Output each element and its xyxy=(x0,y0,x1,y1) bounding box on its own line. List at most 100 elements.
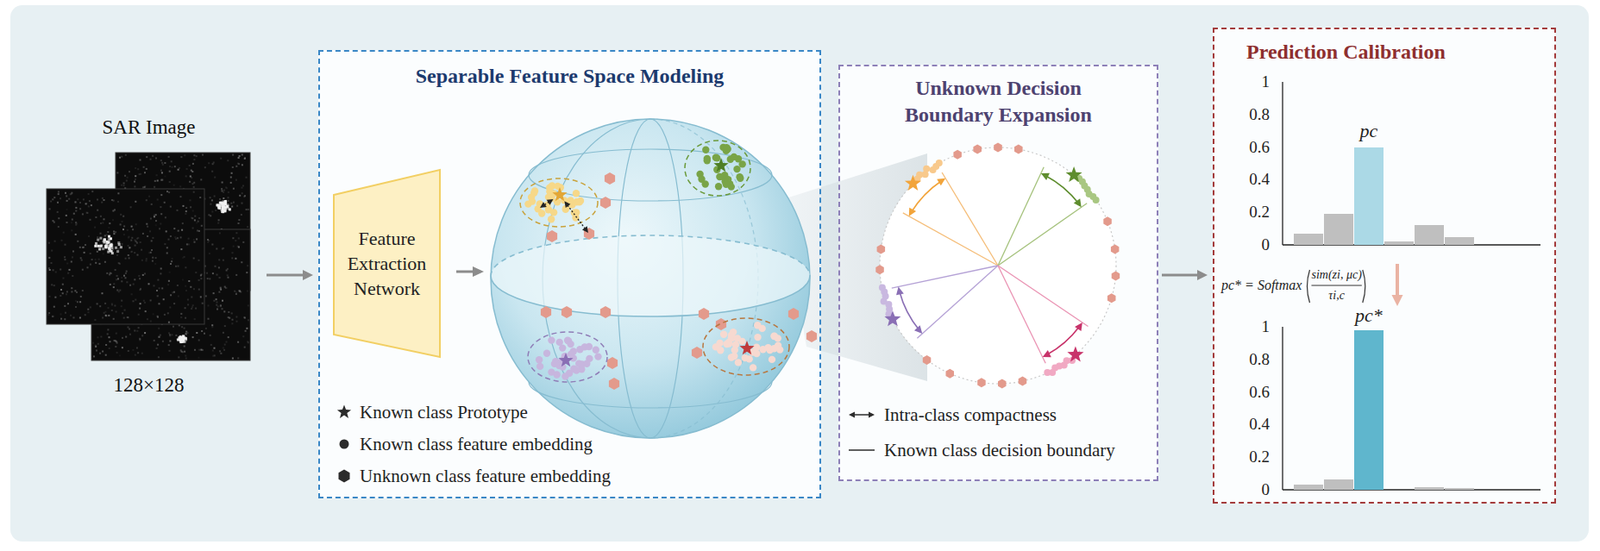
speckle xyxy=(114,269,117,271)
probability-label: pc* xyxy=(1355,304,1383,327)
speckle xyxy=(188,164,191,167)
speckle xyxy=(231,322,233,325)
speckle xyxy=(131,250,133,253)
target-return xyxy=(101,247,105,251)
speckle xyxy=(235,291,238,294)
speckle xyxy=(54,240,57,243)
sphere xyxy=(490,119,810,439)
unknown-embedding xyxy=(875,264,885,275)
speckle xyxy=(153,186,156,189)
speckle xyxy=(59,294,62,297)
speckle xyxy=(112,318,115,320)
speckle xyxy=(225,341,228,344)
speckle xyxy=(88,200,91,202)
speckle xyxy=(108,273,111,276)
target-return xyxy=(106,241,110,245)
speckle xyxy=(106,272,108,275)
speckle xyxy=(102,252,105,255)
speckle xyxy=(154,180,157,182)
speckle xyxy=(183,327,186,330)
speckle xyxy=(133,181,136,183)
speckle xyxy=(87,308,89,311)
speckle xyxy=(143,300,145,302)
speckle xyxy=(177,230,180,233)
arrowhead xyxy=(546,199,554,206)
speckle xyxy=(169,340,171,343)
speckle xyxy=(136,347,139,350)
known-embedding xyxy=(703,156,711,164)
fraction-bar xyxy=(1311,285,1362,287)
speckle xyxy=(64,192,67,195)
speckle xyxy=(155,257,157,259)
chart-axis xyxy=(1281,326,1283,490)
speckle xyxy=(234,239,237,242)
speckle xyxy=(64,258,67,261)
speckle xyxy=(195,221,198,224)
speckle xyxy=(219,350,221,352)
speckle xyxy=(70,229,73,232)
known-embedding xyxy=(561,372,569,380)
legend-item: Known class Prototype xyxy=(336,400,528,425)
bar xyxy=(1444,237,1475,245)
speckle xyxy=(210,344,213,346)
speckle xyxy=(81,289,84,292)
speckle xyxy=(146,235,149,238)
speckle xyxy=(232,188,235,190)
speckle xyxy=(166,190,169,193)
boundary-arc xyxy=(1045,175,1079,204)
formula-text: sim(zi, μc) xyxy=(1311,268,1362,283)
target-return xyxy=(224,200,227,203)
arrowhead xyxy=(302,269,314,281)
speckle xyxy=(60,288,63,291)
speckle xyxy=(195,238,198,240)
speckle xyxy=(200,277,202,280)
speckle xyxy=(200,349,202,352)
speckle xyxy=(108,347,111,350)
known-embedding xyxy=(547,368,555,376)
known-embedding xyxy=(922,165,930,173)
speckle xyxy=(219,276,221,279)
unknown-embedding xyxy=(546,230,558,243)
speckle xyxy=(106,332,109,335)
speckle xyxy=(183,351,186,353)
speckle xyxy=(75,200,77,203)
speckle xyxy=(126,176,129,179)
speckle xyxy=(131,225,133,228)
class-prototype xyxy=(713,157,728,172)
speckle xyxy=(207,213,210,216)
speckle xyxy=(101,197,104,200)
speckle xyxy=(211,244,214,246)
speckle xyxy=(138,275,140,277)
speckle xyxy=(122,215,125,218)
speckle xyxy=(236,205,239,208)
known-embedding xyxy=(556,338,564,346)
legend-swatch xyxy=(847,441,877,459)
unknown-embedding xyxy=(1014,144,1023,155)
speckle xyxy=(153,339,156,342)
speckle xyxy=(232,201,235,204)
speckle xyxy=(247,319,250,321)
speckle xyxy=(70,261,73,264)
speckle xyxy=(139,302,142,305)
bar xyxy=(1354,147,1384,245)
speckle xyxy=(161,287,164,289)
speckle xyxy=(175,334,177,337)
speckle xyxy=(197,357,200,359)
speckle xyxy=(85,202,88,205)
speckle xyxy=(169,165,171,168)
speckle xyxy=(227,196,230,199)
legend-item: Unknown class feature embedding xyxy=(336,464,611,489)
speckle xyxy=(103,199,106,201)
speckle xyxy=(139,288,142,290)
speckle xyxy=(226,159,229,162)
unknown-embedding xyxy=(561,306,572,319)
speckle xyxy=(65,194,68,197)
speckle xyxy=(158,287,161,289)
speckle xyxy=(169,206,172,208)
known-embedding xyxy=(729,328,737,336)
speckle xyxy=(94,319,96,321)
formula-text: τi,c xyxy=(1328,288,1345,303)
image-group: SAR Image128×128 xyxy=(34,115,264,398)
speckle xyxy=(146,318,149,320)
unknown-embedding xyxy=(600,196,611,209)
